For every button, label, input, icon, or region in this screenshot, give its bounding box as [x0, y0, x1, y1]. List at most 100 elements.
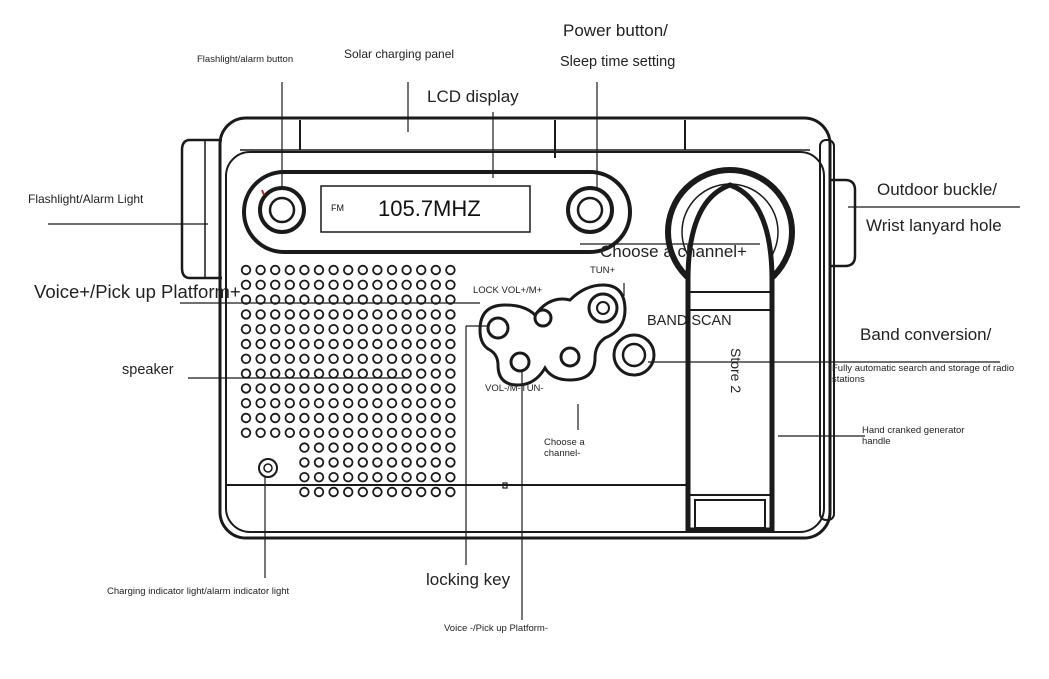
- speaker-hole: [284, 279, 296, 291]
- speaker-hole: [270, 309, 281, 320]
- leader-lines: [48, 82, 1020, 620]
- speaker-hole: [416, 398, 427, 409]
- label-flashlight-alarm-light: Flashlight/Alarm Light: [28, 192, 144, 206]
- speaker-hole: [401, 486, 412, 498]
- speaker-hole: [401, 427, 412, 439]
- speaker-hole: [284, 294, 296, 305]
- speaker-hole: [386, 279, 398, 291]
- speaker-hole: [313, 294, 325, 305]
- speaker-hole: [372, 427, 383, 439]
- speaker-hole: [372, 442, 383, 453]
- speaker-hole: [255, 427, 266, 439]
- speaker-hole: [328, 294, 339, 305]
- speaker-hole: [343, 442, 354, 453]
- speaker-hole: [445, 457, 456, 468]
- speaker-hole: [372, 412, 383, 424]
- speaker-hole: [313, 486, 325, 498]
- speaker-hole: [357, 398, 369, 409]
- speaker-hole: [299, 442, 310, 453]
- speaker-hole: [328, 427, 339, 439]
- control-capsule: [242, 170, 632, 254]
- speaker-hole: [343, 279, 354, 291]
- speaker-hole: [328, 412, 339, 424]
- speaker-hole: [328, 353, 339, 365]
- speaker-hole: [386, 353, 398, 365]
- tun-minus-button: [559, 346, 581, 368]
- speaker-hole: [357, 279, 369, 291]
- speaker-hole: [343, 383, 354, 394]
- speaker-hole: [357, 294, 369, 305]
- speaker-hole: [445, 264, 456, 276]
- label-outdoor-buckle-1: Outdoor buckle/: [877, 180, 998, 199]
- speaker-hole: [284, 398, 296, 409]
- speaker-hole: [284, 338, 296, 350]
- speaker-hole: [299, 472, 310, 483]
- speaker-hole: [270, 383, 281, 394]
- speaker-hole: [313, 279, 325, 291]
- speaker-hole: [284, 368, 296, 379]
- speaker-hole: [299, 368, 310, 379]
- speaker-hole: [240, 264, 252, 276]
- speaker-hole: [401, 442, 412, 453]
- label-choose-channel-minus: Choose a channel-: [544, 437, 585, 459]
- speaker-hole: [313, 427, 325, 439]
- speaker-hole: [343, 368, 354, 379]
- speaker-hole: [445, 309, 456, 320]
- speaker-hole: [386, 486, 398, 498]
- speaker-hole: [430, 398, 442, 409]
- speaker-hole: [255, 412, 266, 424]
- speaker-hole: [430, 324, 442, 335]
- speaker-hole: [299, 338, 310, 350]
- speaker-hole: [357, 412, 369, 424]
- speaker-hole: [386, 309, 398, 320]
- speaker-hole: [270, 368, 281, 379]
- speaker-hole: [386, 398, 398, 409]
- speaker-hole: [299, 412, 310, 424]
- speaker-hole: [416, 442, 427, 453]
- speaker-hole: [430, 457, 442, 468]
- label-choose-channel-plus: Choose a channel+: [600, 242, 747, 261]
- label-auto-search: Fully automatic search and storage of ra…: [832, 363, 1015, 385]
- speaker-hole: [372, 309, 383, 320]
- side-rail: [819, 139, 835, 521]
- speaker-hole: [299, 383, 310, 394]
- speaker-hole: [299, 264, 310, 276]
- band-scan-button-outer: [612, 333, 656, 377]
- speaker-hole: [401, 309, 412, 320]
- label-power-button-1: Power button/: [563, 21, 668, 40]
- speaker-hole: [386, 383, 398, 394]
- speaker-hole: [240, 279, 252, 291]
- speaker-hole: [343, 398, 354, 409]
- power-button-inner: [576, 196, 604, 224]
- speaker-hole: [430, 383, 442, 394]
- crank-grip: [694, 499, 766, 529]
- speaker-hole: [313, 264, 325, 276]
- label-band-scan: BAND SCAN: [647, 313, 732, 329]
- speaker-hole: [313, 472, 325, 483]
- speaker-hole: [401, 457, 412, 468]
- speaker-hole: [255, 368, 266, 379]
- label-outdoor-buckle-2: Wrist lanyard hole: [866, 216, 1002, 235]
- flashlight-button-inner: [268, 196, 296, 224]
- speaker-hole: [386, 368, 398, 379]
- speaker-hole: [416, 279, 427, 291]
- speaker-hole: [299, 486, 310, 498]
- speaker-hole: [328, 472, 339, 483]
- speaker-hole: [401, 338, 412, 350]
- speaker-hole: [313, 442, 325, 453]
- lcd-screen: [320, 185, 531, 233]
- speaker-hole: [240, 412, 252, 424]
- speaker-hole: [299, 427, 310, 439]
- speaker-hole: [299, 398, 310, 409]
- speaker-hole: [343, 353, 354, 365]
- speaker-hole: [240, 338, 252, 350]
- speaker-hole: [299, 294, 310, 305]
- speaker-hole: [357, 486, 369, 498]
- lock-button: [486, 316, 510, 340]
- speaker-hole: [270, 264, 281, 276]
- speaker-hole: [372, 398, 383, 409]
- label-voice-minus: Voice -/Pick up Platform-: [444, 623, 549, 634]
- speaker-hole: [313, 368, 325, 379]
- speaker-hole: [445, 279, 456, 291]
- speaker-hole: [401, 412, 412, 424]
